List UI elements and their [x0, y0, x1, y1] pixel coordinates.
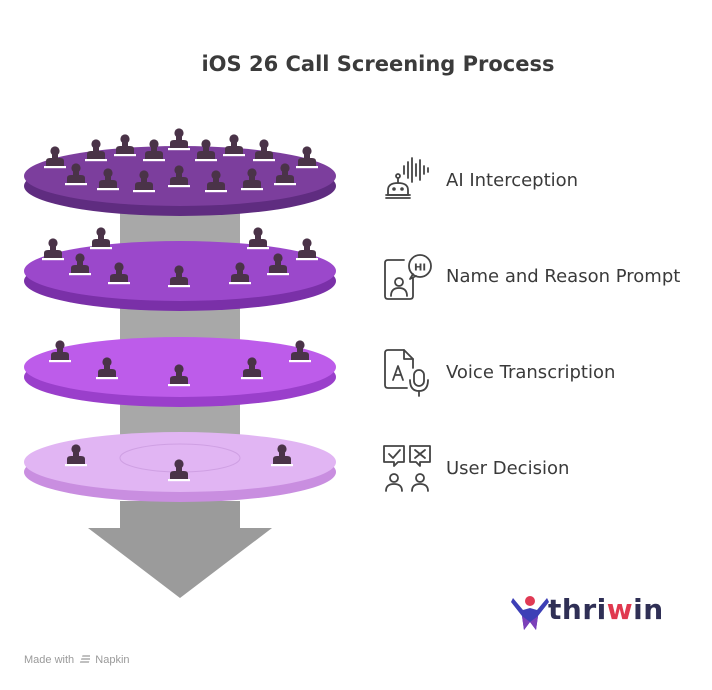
- page-title: iOS 26 Call Screening Process: [201, 52, 555, 76]
- step-label-ai-interception: AI Interception: [446, 170, 579, 191]
- made-with-napkin: Made with Napkin: [24, 654, 130, 666]
- brand-wordmark: thriwin: [548, 593, 664, 626]
- funnel-level-4: [24, 432, 336, 502]
- thriwin-logo-icon: [511, 596, 549, 630]
- step-label-name-reason-prompt: Name and Reason Prompt: [446, 266, 681, 287]
- phone-hi-icon: HI: [384, 254, 432, 300]
- funnel-level-3: [24, 337, 336, 407]
- svg-text:HI: HI: [414, 263, 426, 274]
- funnel-level-1: [24, 128, 336, 216]
- check-cross-people-icon: [383, 445, 431, 492]
- step-label-user-decision: User Decision: [446, 458, 570, 479]
- funnel-arrow: [88, 501, 272, 598]
- step-label-voice-transcription: Voice Transcription: [446, 362, 616, 383]
- napkin-logo-icon: [80, 655, 92, 663]
- document-mic-icon: [384, 349, 429, 397]
- funnel-level-2: [24, 227, 336, 311]
- robot-voice-icon: [385, 157, 429, 199]
